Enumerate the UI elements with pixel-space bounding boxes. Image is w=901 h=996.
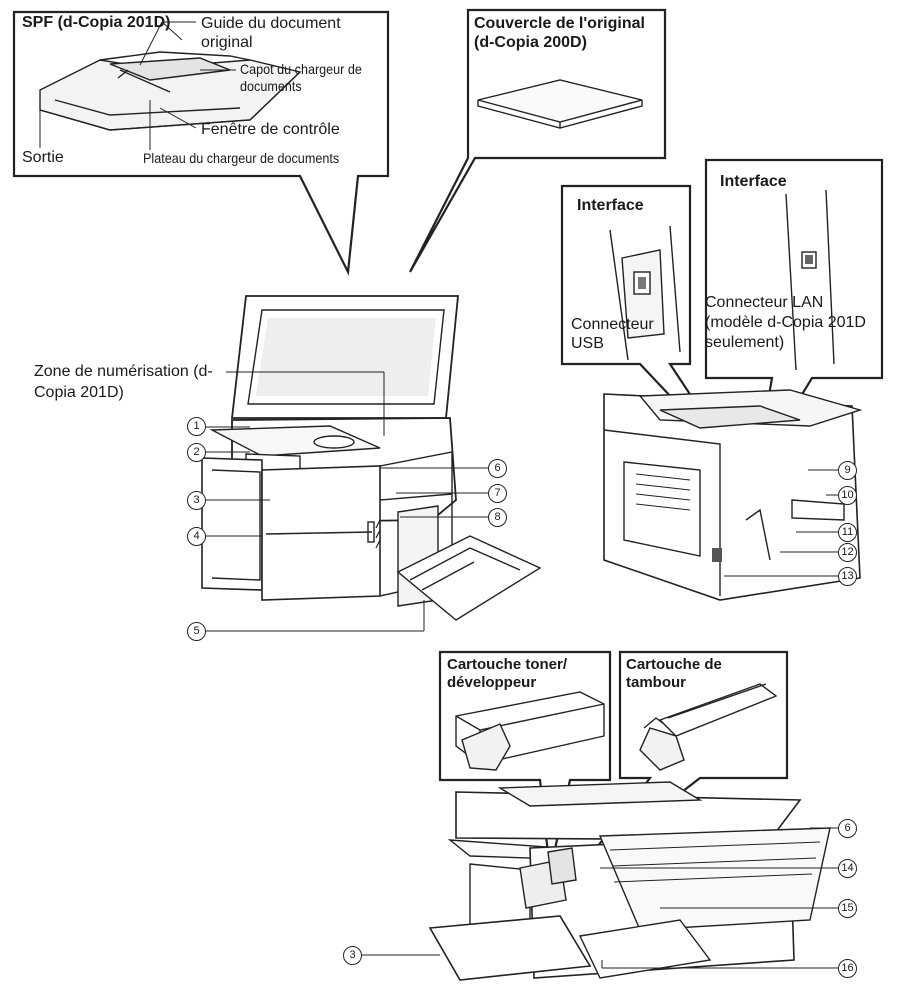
label-guide-document: Guide du document original xyxy=(201,15,341,52)
callout-4: 4 xyxy=(187,527,206,546)
label-zone-numerisation: Zone de numérisation (d-Copia 201D) xyxy=(34,363,213,401)
drum-box-title: Cartouche de tambour xyxy=(626,656,722,691)
label-connecteur-lan: Connecteur LAN (modèle d-Copia 201D seul… xyxy=(705,294,866,351)
toner-box-title: Cartouche toner/ développeur xyxy=(447,656,568,691)
spf-box-title: SPF (d-Copia 201D) xyxy=(22,14,171,31)
callout-2: 2 xyxy=(187,443,206,462)
cover-callout-box xyxy=(409,8,667,273)
callout-13: 13 xyxy=(838,567,857,586)
callout-8: 8 xyxy=(488,508,507,527)
callout-12: 12 xyxy=(838,543,857,562)
callout-16: 16 xyxy=(838,959,857,978)
callout-10: 10 xyxy=(838,486,857,505)
callout-7: 7 xyxy=(488,484,507,503)
callout-11: 11 xyxy=(838,523,857,542)
spf-illustration xyxy=(39,51,302,131)
callout-6b: 6 xyxy=(838,819,857,838)
drum-cartridge-illustration xyxy=(639,683,778,771)
cover-box-title: Couvercle de l'original (d-Copia 200D) xyxy=(474,15,645,52)
label-plateau-chargeur: Plateau du chargeur de documents xyxy=(143,150,340,166)
callout-6: 6 xyxy=(488,459,507,478)
toner-cartridge-illustration xyxy=(455,691,605,771)
usb-port-illustration xyxy=(609,225,681,361)
lan-port-illustration xyxy=(785,189,835,371)
callout-3b: 3 xyxy=(343,946,362,965)
label-connecteur-usb: Connecteur USB xyxy=(571,316,654,353)
open-leader-lines xyxy=(362,827,838,969)
copier-leader-lines xyxy=(205,371,488,632)
document-cover-illustration xyxy=(477,79,643,129)
callout-9: 9 xyxy=(838,461,857,480)
copier-open-illustration xyxy=(428,781,831,981)
copier-main-illustration xyxy=(201,295,542,621)
label-sortie: Sortie xyxy=(22,149,64,166)
callout-3: 3 xyxy=(187,491,206,510)
spf-leader-lines xyxy=(39,21,236,150)
callout-15: 15 xyxy=(838,899,857,918)
callout-5: 5 xyxy=(187,622,206,641)
usb-box-title: Interface xyxy=(577,197,644,214)
copier-rear-illustration xyxy=(603,389,863,601)
label-capot-chargeur: Capot du chargeur de documents xyxy=(240,61,362,94)
lan-box-title: Interface xyxy=(720,173,787,190)
callout-14: 14 xyxy=(838,859,857,878)
rear-leader-lines xyxy=(724,469,838,577)
callout-1: 1 xyxy=(187,417,206,436)
label-fenetre-controle: Fenêtre de contrôle xyxy=(201,121,340,138)
